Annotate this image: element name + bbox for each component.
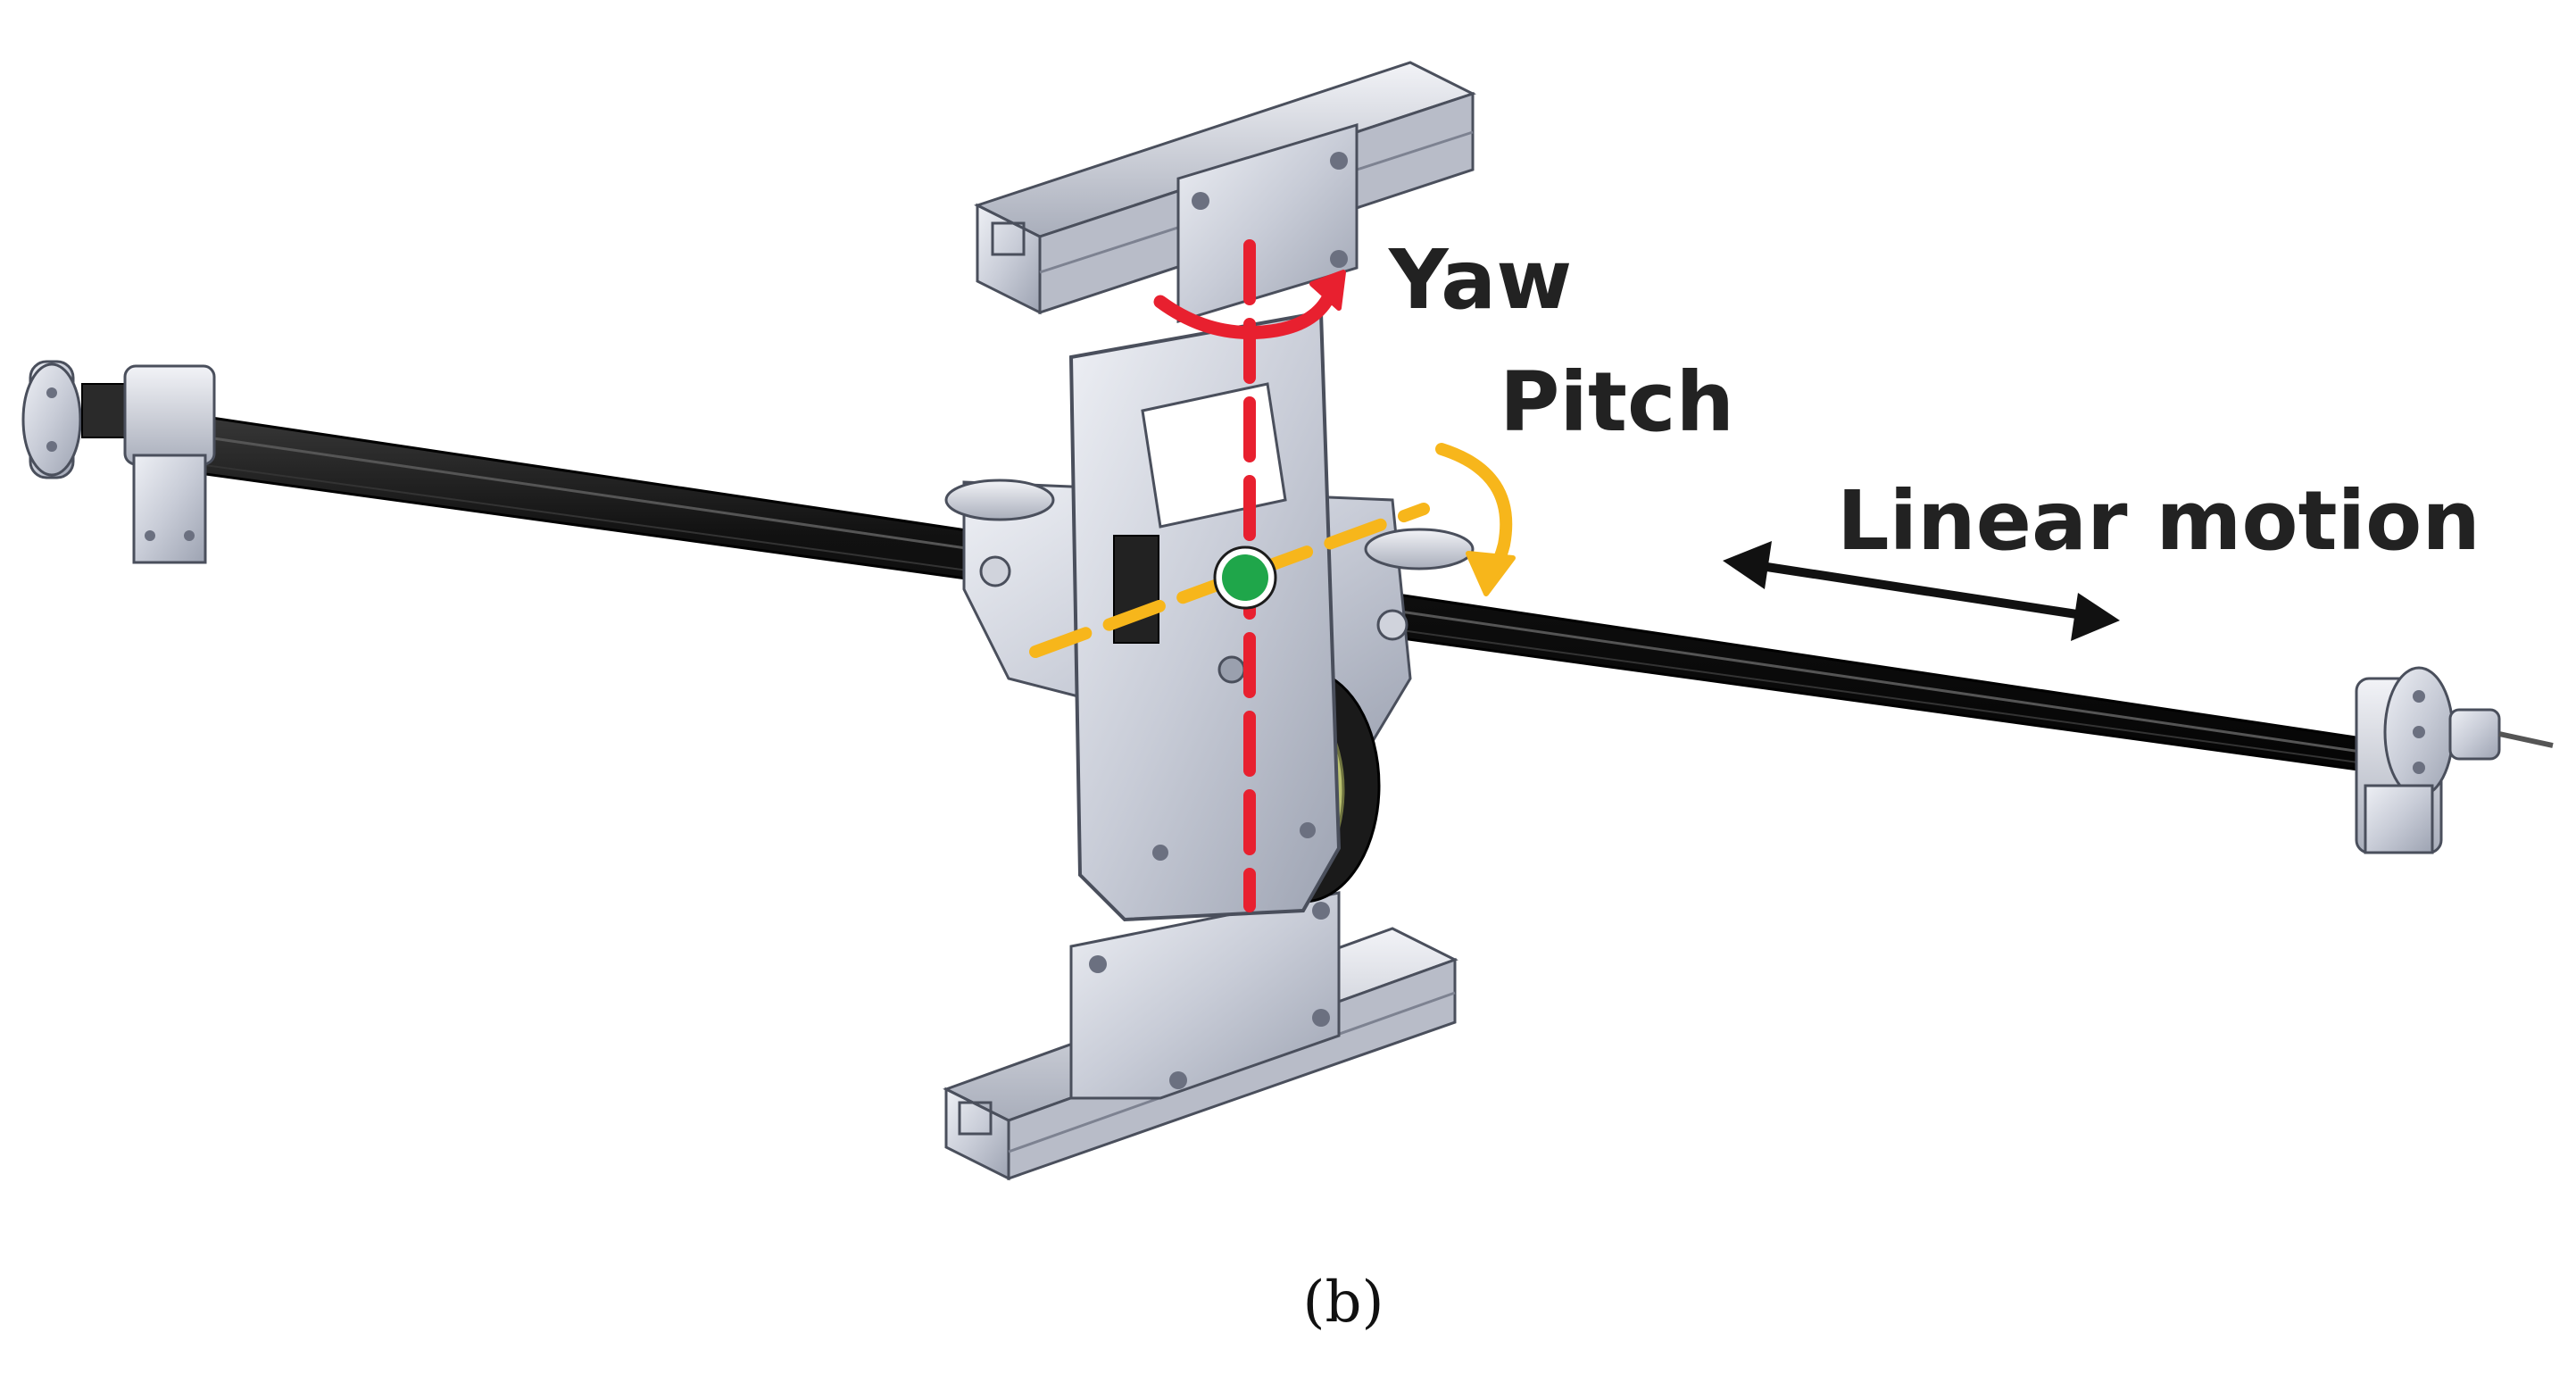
left-end-bracket: [21, 360, 216, 564]
pitch-label: Pitch: [1500, 354, 1734, 450]
right-end-bracket: [2355, 666, 2554, 854]
figure-caption: (b): [1303, 1270, 1384, 1336]
yoke-frame: [1068, 310, 1342, 922]
linear-motion-icon: [1723, 541, 2120, 641]
yaw-rotation-icon: [1153, 270, 1346, 339]
linear-motion-label: Linear motion: [1837, 473, 2480, 569]
yaw-label: Yaw: [1388, 232, 1572, 328]
top-mount-plate: [1176, 122, 1359, 324]
pitch-rotation-icon: [1435, 443, 1516, 596]
bottom-mount-plate: [1069, 891, 1341, 1100]
center-point-marker: [1213, 545, 1277, 610]
